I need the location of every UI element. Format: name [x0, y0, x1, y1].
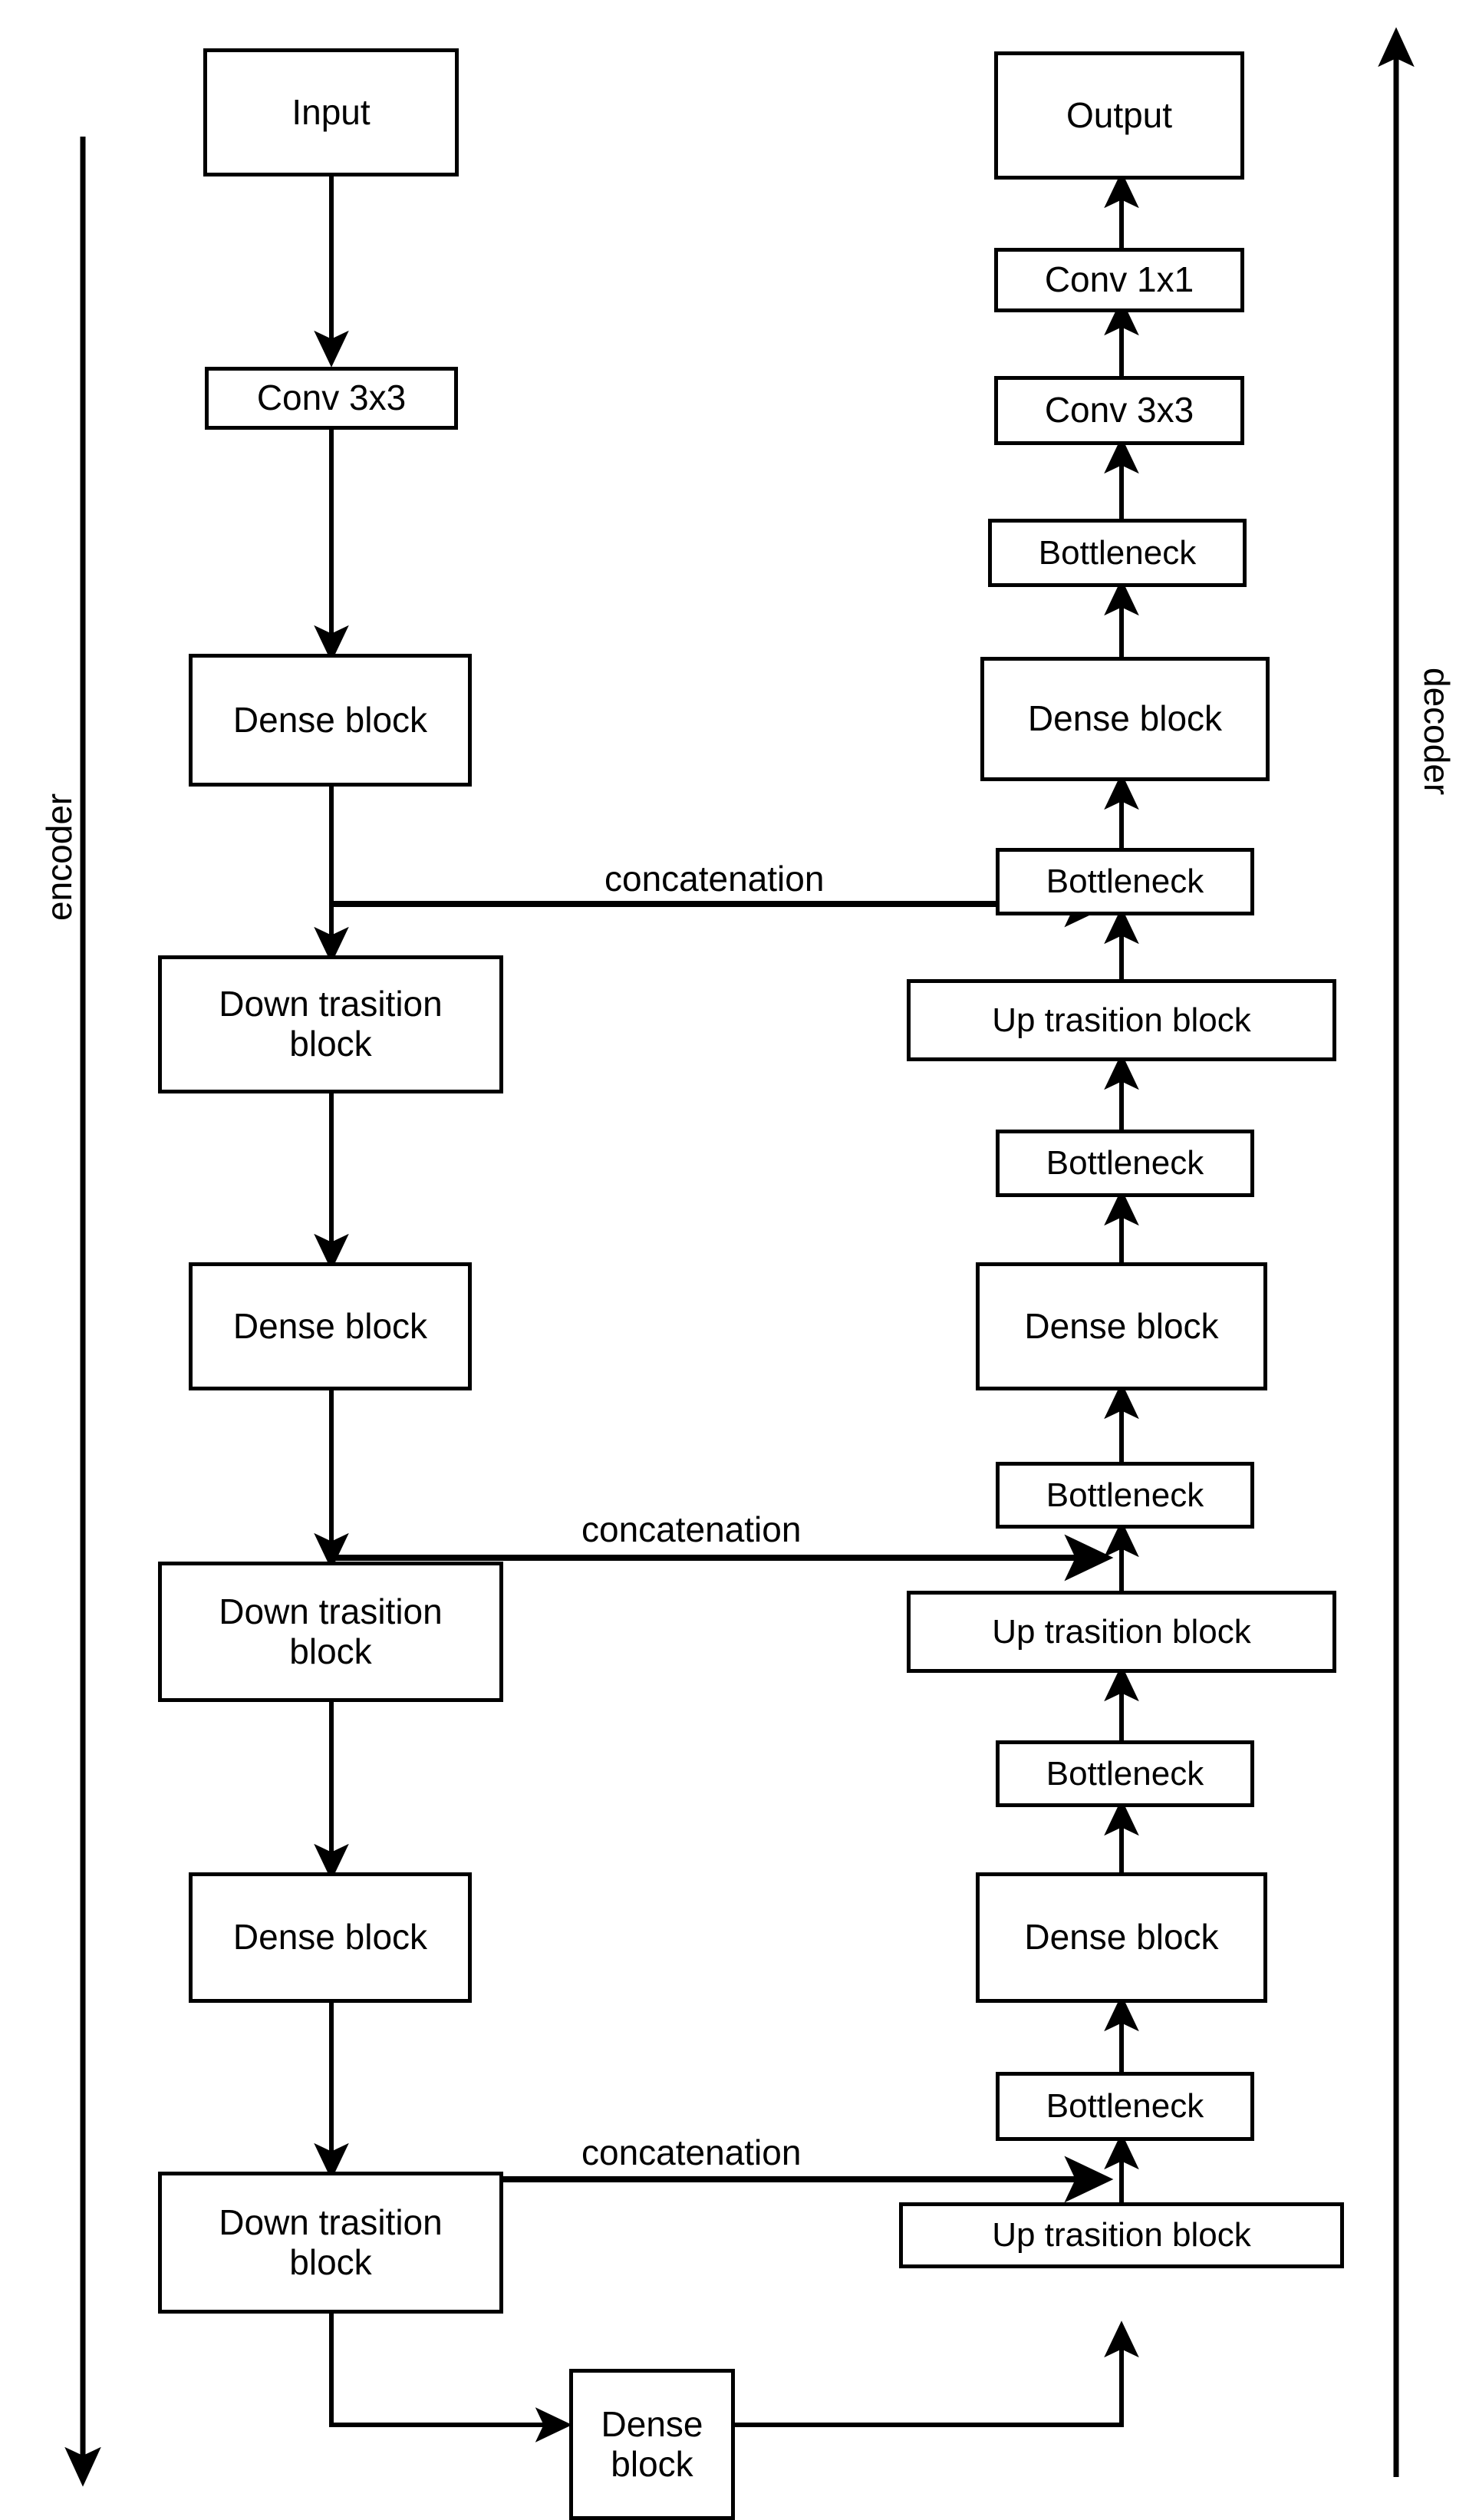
node-encoder-down-transition-block-3[interactable]: Down trasition block [158, 2172, 503, 2314]
node-decoder-dense-block-3[interactable]: Dense block [976, 1872, 1267, 2003]
node-decoder-dense-block-2[interactable]: Dense block [976, 1262, 1267, 1390]
node-encoder-conv3x3[interactable]: Conv 3x3 [205, 367, 458, 430]
node-decoder-up-transition-block-3[interactable]: Up trasition block [899, 2202, 1344, 2268]
node-encoder-down-transition-block-1[interactable]: Down trasition block [158, 955, 503, 1093]
decoder-label: decoder [1417, 668, 1457, 796]
node-decoder-up-transition-block-2[interactable]: Up trasition block [907, 1591, 1336, 1673]
node-output[interactable]: Output [994, 51, 1244, 180]
node-decoder-bottleneck-6[interactable]: Bottleneck [996, 2072, 1254, 2141]
encoder-label: encoder [39, 793, 79, 921]
edge-bridge-dense-to-up3 [735, 2320, 1139, 2427]
node-decoder-bottleneck-2[interactable]: Bottleneck [996, 848, 1254, 915]
node-decoder-bottleneck-3[interactable]: Bottleneck [996, 1130, 1254, 1197]
node-decoder-bottleneck-1[interactable]: Bottleneck [988, 519, 1247, 587]
node-decoder-up-transition-block-1[interactable]: Up trasition block [907, 979, 1336, 1061]
node-encoder-down-transition-block-2[interactable]: Down trasition block [158, 1562, 503, 1702]
node-input[interactable]: Input [203, 48, 459, 176]
skip-connection-label-3: concatenation [577, 2132, 806, 2173]
node-encoder-dense-block-3[interactable]: Dense block [189, 1872, 472, 2003]
node-encoder-dense-block-1[interactable]: Dense block [189, 654, 472, 787]
node-decoder-conv3x3[interactable]: Conv 3x3 [994, 376, 1244, 445]
node-encoder-dense-block-2[interactable]: Dense block [189, 1262, 472, 1390]
node-decoder-bottleneck-5[interactable]: Bottleneck [996, 1740, 1254, 1807]
node-decoder-conv1x1[interactable]: Conv 1x1 [994, 248, 1244, 312]
node-decoder-bottleneck-4[interactable]: Bottleneck [996, 1462, 1254, 1529]
skip-connection-label-1: concatenation [600, 858, 829, 899]
edge-down3-to-bridge-dense [329, 2314, 572, 2442]
node-bridge-dense-block[interactable]: Dense block [569, 2369, 735, 2520]
skip-connection-label-2: concatenation [577, 1509, 806, 1550]
node-decoder-dense-block-1[interactable]: Dense block [980, 657, 1270, 781]
